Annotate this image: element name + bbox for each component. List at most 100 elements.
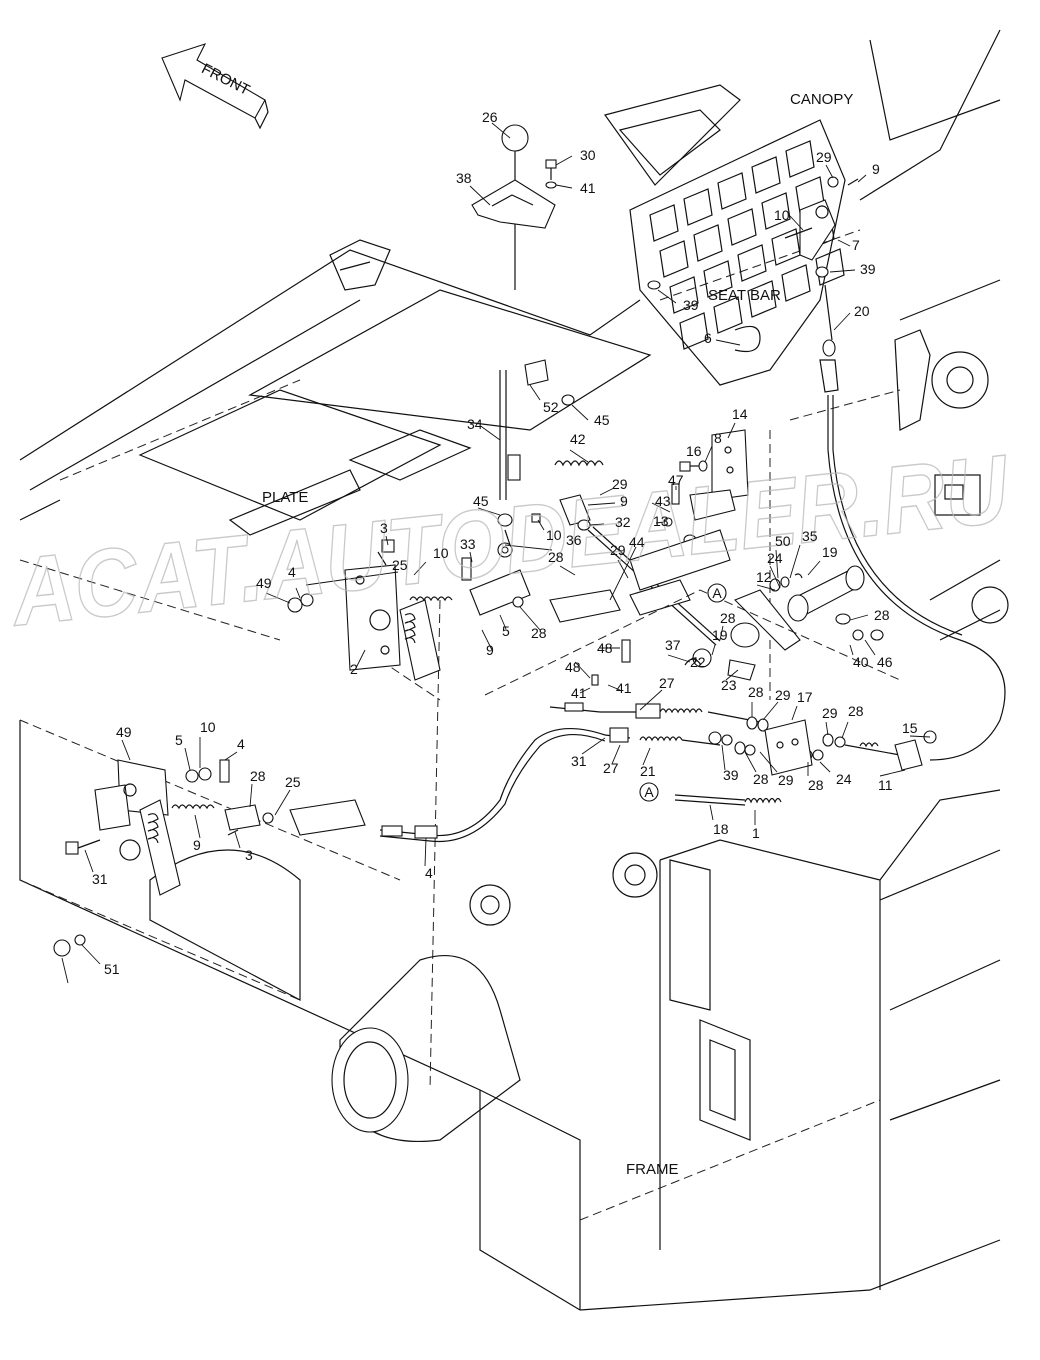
- callout-38: 38: [456, 170, 472, 186]
- callout-22: 22: [690, 654, 706, 670]
- callout-7: 7: [852, 237, 860, 253]
- leader-line: [305, 571, 399, 586]
- canopy-grid: [604, 84, 846, 386]
- callout-17: 17: [797, 689, 813, 705]
- bracket-14: [689, 429, 749, 521]
- callout-41: 41: [616, 680, 632, 696]
- leader-line: [657, 289, 677, 304]
- callout-30: 30: [580, 147, 596, 163]
- lever-bracket: [471, 179, 556, 229]
- reference-marker-label: A: [712, 585, 722, 601]
- leader-line: [224, 751, 238, 761]
- spring-25-upper: [409, 596, 453, 602]
- canopy-cell: [717, 172, 747, 210]
- leader-line: [504, 544, 553, 551]
- callout-27: 27: [603, 760, 619, 776]
- machine-frame-outline: [19, 29, 1009, 1311]
- callout-6: 6: [704, 330, 712, 346]
- callout-9: 9: [620, 493, 628, 509]
- canopy-cell: [751, 156, 781, 194]
- callout-33: 33: [460, 536, 476, 552]
- leader-line: [617, 559, 629, 579]
- leader-line: [651, 502, 671, 513]
- leader-line: [559, 565, 576, 576]
- leader-line: [744, 751, 757, 773]
- nut-51: [53, 934, 86, 957]
- callout-31: 31: [92, 871, 108, 887]
- callout-28: 28: [748, 684, 764, 700]
- canopy-cell: [679, 312, 709, 350]
- leader-line: [762, 701, 779, 721]
- callout-3: 3: [245, 847, 253, 863]
- callout-15: 15: [902, 720, 918, 736]
- washer-4-lower: [185, 769, 199, 783]
- leader-line: [265, 592, 291, 604]
- leader-line: [829, 269, 856, 273]
- callout-10: 10: [433, 545, 449, 561]
- clevis-36: [531, 494, 591, 531]
- canopy-cell: [781, 264, 811, 302]
- leader-line: [61, 957, 69, 984]
- mounting-plate-upper: [461, 529, 731, 623]
- leader-line: [611, 744, 621, 765]
- callout-10: 10: [546, 527, 562, 543]
- canopy-cell: [693, 224, 723, 262]
- nut-39-top: [647, 280, 661, 290]
- leader-line: [607, 684, 621, 691]
- leader-line: [84, 849, 94, 873]
- leader-line: [537, 519, 545, 531]
- callout-49: 49: [256, 575, 272, 591]
- leader-line: [569, 449, 589, 463]
- callout-45: 45: [594, 412, 610, 428]
- leader-line: [704, 445, 713, 463]
- leader-line: [555, 155, 573, 166]
- leader-line: [184, 747, 191, 771]
- leader-line: [574, 661, 591, 679]
- seat-bar-pivot: [734, 176, 859, 393]
- leader-line: [837, 239, 851, 247]
- leader-line: [857, 174, 867, 183]
- canopy-cell: [713, 296, 743, 334]
- callout-18: 18: [713, 821, 729, 837]
- canopy-cell: [659, 240, 689, 278]
- bracket-17: [764, 719, 813, 776]
- leader-line: [469, 185, 491, 206]
- leader-line: [413, 561, 427, 576]
- callout-42: 42: [570, 431, 586, 447]
- canopy-cell: [669, 276, 699, 314]
- callout-46: 46: [877, 654, 893, 670]
- callout-41: 41: [571, 685, 587, 701]
- callout-40: 40: [853, 654, 869, 670]
- leader-line: [491, 122, 511, 139]
- callout-24: 24: [836, 771, 852, 787]
- leader-line: [424, 837, 427, 867]
- canopy-label: CANOPY: [790, 91, 853, 108]
- callout-28: 28: [720, 610, 736, 626]
- bolt-30: [545, 159, 557, 189]
- callout-leader-lines: [61, 122, 931, 984]
- rod-11-spring-18: [674, 794, 782, 806]
- leader-line: [477, 507, 501, 516]
- callout-51: 51: [104, 961, 120, 977]
- leader-line: [849, 644, 854, 656]
- canopy-cell: [737, 244, 767, 282]
- leader-line: [642, 747, 651, 766]
- callout-48: 48: [565, 659, 581, 675]
- canopy-cell: [683, 188, 713, 226]
- callout-25: 25: [392, 557, 408, 573]
- leader-line: [725, 669, 739, 681]
- callout-4: 4: [237, 736, 245, 752]
- leader-line: [355, 649, 366, 669]
- leader-line: [807, 560, 821, 576]
- axle-housing: [149, 849, 521, 1142]
- frame-label: FRAME: [626, 1161, 679, 1178]
- callout-29: 29: [816, 149, 832, 165]
- leader-line: [759, 751, 778, 773]
- canopy-cell: [727, 208, 757, 246]
- callout-28: 28: [548, 549, 564, 565]
- callout-5: 5: [502, 623, 510, 639]
- canopy-cell: [761, 192, 791, 230]
- callout-23: 23: [721, 677, 737, 693]
- callout-26: 26: [482, 109, 498, 125]
